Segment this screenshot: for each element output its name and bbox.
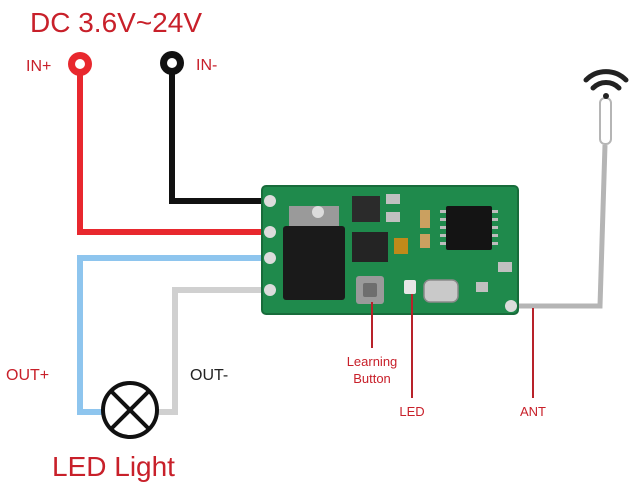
- in-plus-terminal: [68, 52, 92, 76]
- blue-wire: [77, 255, 278, 415]
- led-label: LED: [399, 404, 424, 419]
- learning-button-label-line1: Learning: [347, 354, 398, 369]
- white-wire: [157, 287, 278, 415]
- out-plus-label: OUT+: [6, 367, 49, 384]
- lamp-icon: [101, 381, 159, 439]
- red-wire: [77, 75, 278, 235]
- antenna-tip: [599, 97, 612, 145]
- ant-label: ANT: [520, 404, 546, 419]
- voltage-title: DC 3.6V~24V: [30, 7, 202, 38]
- learning-button-label-line2: Button: [353, 371, 391, 386]
- status-led: [404, 280, 416, 294]
- in-minus-terminal: [160, 51, 184, 75]
- receiver-pcb: [261, 185, 519, 315]
- wifi-signal-icon: [583, 69, 629, 99]
- led-light-label: LED Light: [52, 451, 175, 482]
- in-plus-label: IN+: [26, 58, 51, 75]
- out-minus-label: OUT-: [190, 367, 228, 384]
- black-wire: [169, 72, 278, 204]
- antenna-wire: [512, 144, 608, 309]
- in-minus-label: IN-: [196, 57, 217, 74]
